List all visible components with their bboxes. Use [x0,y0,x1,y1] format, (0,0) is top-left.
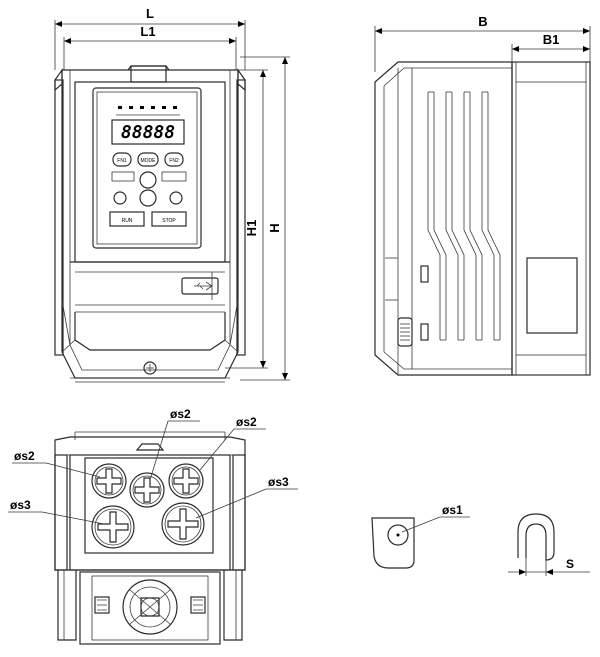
run-key: RUN [109,211,145,227]
svg-text:FN1: FN1 [117,158,127,164]
right-key [169,191,183,205]
knockout-s2-right [168,463,204,499]
bottom-housing [54,431,246,645]
detail-s: S [508,513,590,576]
keypad-label-left [111,171,135,182]
front-housing [54,65,246,383]
svg-text:MODE: MODE [141,158,157,164]
svg-text:øs3: øs3 [10,498,31,512]
bottom-view: øs2 øs2 øs2 øs3 øs3 [8,407,298,645]
display-readout: 88888 [121,122,175,143]
svg-text:RUN: RUN [122,218,133,224]
fn1-key: FN1 [112,152,132,167]
indicator-leds [116,106,180,116]
knockout-s2-left [91,463,127,499]
segment-display [111,119,185,145]
knockout-s2-middle [129,472,165,508]
svg-text:STOP: STOP [162,218,176,224]
dimension-l1: L1 [63,24,237,70]
vent-slots [427,91,501,341]
svg-text:øs1: øs1 [442,503,463,517]
dimension-label-b1: B1 [543,32,560,47]
dimension-b: B [374,14,591,72]
knockout-s3-right [161,502,205,546]
dimension-label-h: H [267,223,282,232]
dimension-label-l1: L1 [140,24,155,39]
dimension-label-s: S [566,557,574,571]
side-housing [374,61,591,376]
dimension-b1: B1 [511,32,590,62]
fn2-key: FN2 [164,152,184,167]
svg-text:FN2: FN2 [169,158,179,164]
side-view: B B1 [374,14,591,376]
svg-text:øs3: øs3 [268,475,289,489]
label-s2-left: øs2 [12,449,101,478]
mode-key: MODE [137,152,159,167]
left-key [113,191,127,205]
detail-s1: øs1 [371,503,470,569]
dimension-h1: H1 [225,69,268,369]
svg-text:øs2: øs2 [236,415,257,429]
stop-key: STOP [151,211,187,227]
dimension-h: H [240,56,290,381]
dimension-l: L [54,6,246,70]
svg-text:øs2: øs2 [170,407,191,421]
knockout-s3-left [91,505,135,549]
keypad: 88888 FN1 MODE FN2 R [109,106,187,227]
dimension-label-b: B [478,14,487,29]
svg-text:øs2: øs2 [14,449,35,463]
fan-icon [122,579,178,635]
down-arrow-key [139,189,157,207]
keypad-label-right [161,171,187,182]
front-view: L L1 H1 H [54,6,290,383]
up-arrow-key [139,171,157,189]
label-s2-top: øs2 [149,407,200,481]
hole-s1 [387,524,409,546]
dimension-label-h1: H1 [244,220,259,237]
side-connector [397,317,413,347]
dimension-label-l: L [146,6,154,21]
label-s2-right: øs2 [199,415,266,471]
nameplate [526,257,578,334]
label-s3-right: øs3 [195,475,298,519]
label-s3-left: øs3 [8,498,105,525]
